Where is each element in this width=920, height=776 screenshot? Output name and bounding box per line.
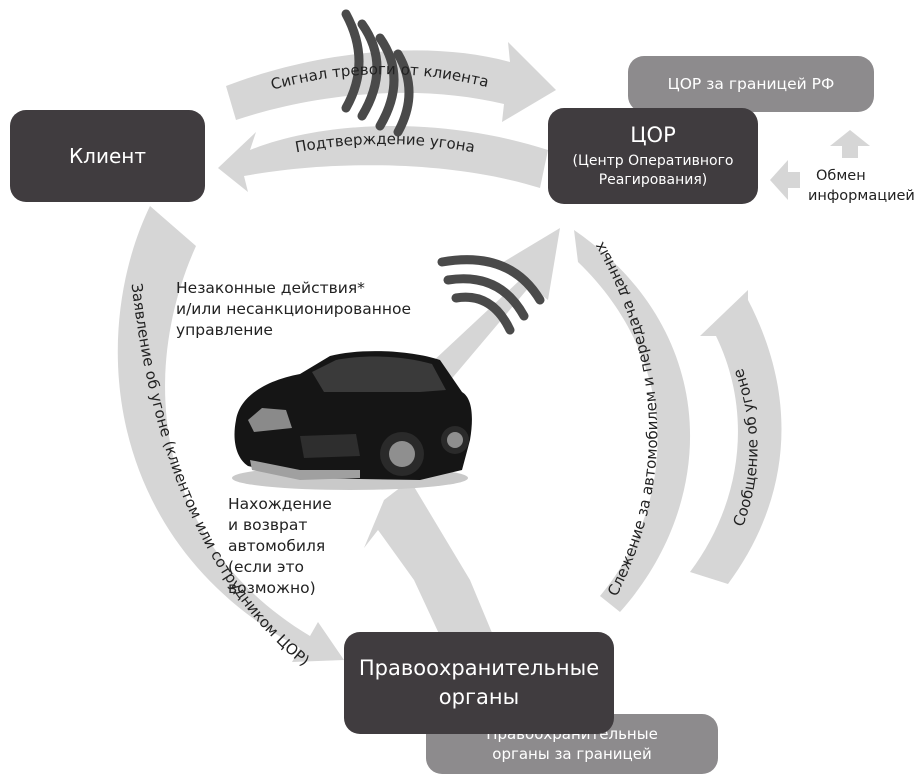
exchange-arrow-left (770, 160, 800, 200)
theft-statement-arrow (117, 206, 345, 662)
signal-waves-top-icon (341, 9, 414, 137)
theft-confirmation-arrow (218, 126, 548, 192)
signal-waves-car-icon (437, 255, 545, 335)
recovery-line5: возможно) (228, 579, 316, 597)
police-abroad-line2: органы за границей (492, 745, 652, 763)
client-label: Клиент (68, 144, 146, 168)
police-to-car-arrow (364, 480, 500, 666)
illegal-actions-note: Незаконные действия* и/или несанкциониро… (176, 278, 411, 341)
theft-report-arrow (690, 290, 782, 584)
police-line2: органы (438, 685, 520, 709)
client-box: Клиент (10, 110, 205, 202)
cor-subtitle: (Центр Оперативного Реагирования) (572, 153, 734, 188)
recovery-line2: и возврат (228, 516, 308, 534)
recovery-line1: Нахождение (228, 495, 332, 513)
cor-abroad-box: ЦОР за границей РФ (628, 56, 874, 112)
illegal-line2: и/или несанкционированное (176, 300, 412, 318)
cor-abroad-label: ЦОР за границей РФ (667, 75, 835, 93)
info-exchange-line1: Обмен (816, 168, 866, 184)
recovery-line4: (если это (228, 558, 305, 576)
police-line1: Правоохранительные (358, 656, 600, 680)
tracking-arrow (574, 230, 691, 612)
car-image (232, 351, 472, 490)
cor-title: ЦОР (630, 123, 676, 147)
illegal-line1: Незаконные действия* (176, 279, 365, 297)
recovery-note: Нахождение и возврат автомобиля (если эт… (228, 494, 332, 599)
info-exchange-line2: информацией (808, 188, 915, 204)
recovery-line3: автомобиля (228, 537, 326, 555)
cor-box: ЦОР (Центр Оперативного Реагирования) (548, 108, 758, 204)
info-exchange-note: Обмен информацией (808, 166, 915, 206)
illegal-line3: управление (176, 321, 273, 339)
exchange-arrow-up (830, 130, 870, 158)
police-box: Правоохранительные органы (344, 632, 614, 734)
